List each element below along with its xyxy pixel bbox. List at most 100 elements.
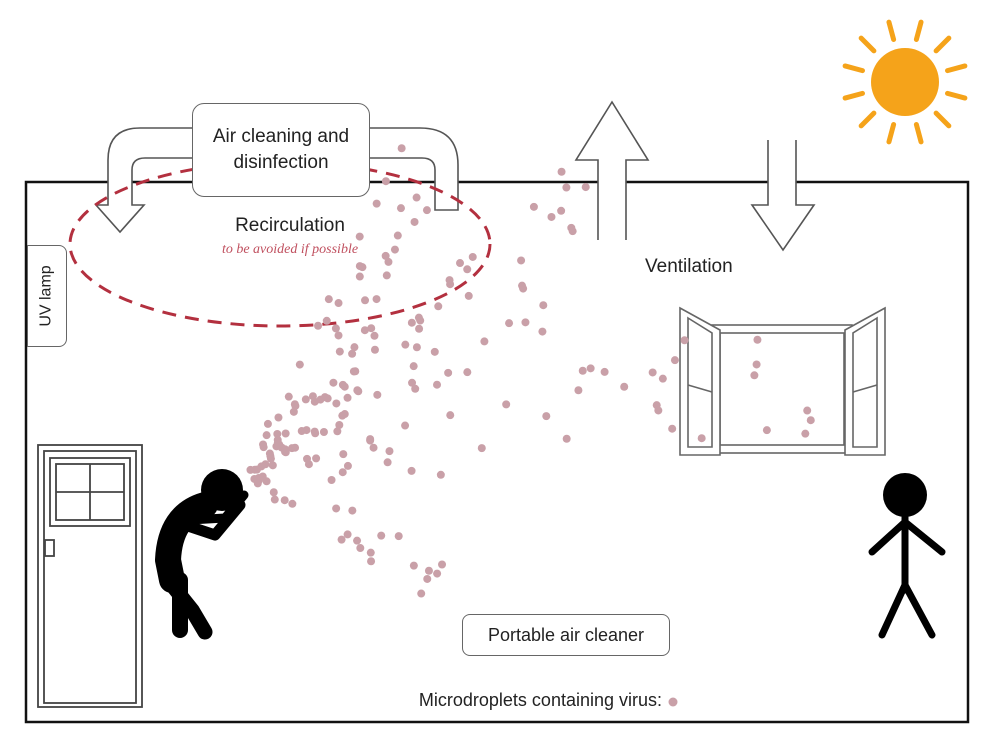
- droplet-cloud: [246, 144, 815, 643]
- droplet: [355, 232, 364, 241]
- droplet: [308, 392, 317, 401]
- droplet: [586, 364, 595, 373]
- droplet: [407, 466, 416, 475]
- droplet: [529, 202, 538, 211]
- droplet: [803, 406, 812, 415]
- droplet: [620, 382, 629, 391]
- droplet: [320, 393, 329, 402]
- air-cleaning-box: Air cleaning and disinfection: [192, 103, 370, 197]
- droplet: [273, 429, 282, 438]
- droplet: [668, 424, 677, 433]
- droplet: [407, 318, 416, 327]
- droplet: [358, 263, 367, 272]
- droplet: [310, 427, 319, 436]
- droplet: [753, 335, 762, 344]
- droplet: [381, 177, 390, 186]
- droplet: [258, 472, 267, 481]
- droplet: [446, 411, 455, 420]
- droplet: [477, 444, 486, 453]
- up-arrow-icon: [574, 100, 650, 240]
- ventilation-label: Ventilation: [645, 256, 733, 277]
- droplet: [340, 382, 349, 391]
- droplet: [409, 362, 418, 371]
- air-cleaning-label: Air cleaning and disinfection: [212, 126, 350, 173]
- droplet: [372, 199, 381, 208]
- droplet: [424, 566, 433, 575]
- droplet: [270, 495, 279, 504]
- droplet: [412, 343, 421, 352]
- droplet: [332, 504, 341, 513]
- droplet: [327, 475, 336, 484]
- droplet: [578, 366, 587, 375]
- droplet: [521, 318, 530, 327]
- droplet: [319, 427, 328, 436]
- droplet: [290, 400, 299, 409]
- droplet: [343, 530, 352, 539]
- droplet: [250, 465, 259, 474]
- droplet: [335, 347, 344, 356]
- droplet: [372, 295, 381, 304]
- droplet: [370, 345, 379, 354]
- droplet: [381, 251, 390, 260]
- droplet: [349, 367, 358, 376]
- droplet: [281, 445, 290, 454]
- droplet: [312, 454, 321, 463]
- droplet: [680, 336, 689, 345]
- droplet: [463, 368, 472, 377]
- droplet: [502, 400, 511, 409]
- droplet: [268, 461, 277, 470]
- droplet: [301, 395, 310, 404]
- droplet: [322, 316, 331, 325]
- room-outline: [24, 180, 970, 724]
- droplet: [408, 378, 417, 387]
- droplet: [348, 349, 357, 358]
- droplet: [438, 560, 447, 569]
- droplet: [752, 360, 761, 369]
- droplet: [562, 183, 571, 192]
- droplet: [538, 327, 547, 336]
- droplet: [340, 410, 349, 419]
- droplet: [333, 427, 342, 436]
- droplet: [652, 401, 661, 410]
- portable-air-cleaner: Portable air cleaner: [462, 614, 670, 656]
- droplet: [801, 429, 810, 438]
- droplet: [284, 392, 293, 401]
- droplet: [366, 435, 375, 444]
- droplet: [337, 535, 346, 544]
- droplet: [289, 407, 298, 416]
- droplet: [697, 434, 706, 443]
- droplet: [385, 447, 394, 456]
- droplet: [562, 434, 571, 443]
- down-arrow-icon: [750, 140, 816, 252]
- droplet: [331, 324, 340, 333]
- droplet: [348, 506, 357, 515]
- droplet: [557, 167, 566, 176]
- droplet: [262, 431, 271, 440]
- droplet: [383, 458, 392, 467]
- droplet: [263, 419, 272, 428]
- droplet: [324, 295, 333, 304]
- standing-person-icon: [868, 473, 946, 639]
- recirculation-note: to be avoided if possible: [221, 242, 359, 257]
- droplet: [401, 340, 410, 349]
- droplet: [581, 183, 590, 192]
- uv-lamp: UV lamp: [27, 245, 67, 347]
- droplet: [574, 386, 583, 395]
- droplet: [557, 206, 566, 215]
- droplet: [369, 443, 378, 452]
- droplet: [269, 488, 278, 497]
- droplet: [366, 548, 375, 557]
- droplet: [265, 449, 274, 458]
- droplet: [547, 212, 556, 221]
- droplet: [417, 589, 426, 598]
- droplet: [567, 223, 576, 232]
- droplet-icon: [668, 697, 678, 707]
- droplet: [411, 384, 420, 393]
- droplet: [367, 324, 376, 333]
- droplet: [355, 272, 364, 281]
- droplet: [339, 450, 348, 459]
- droplet: [806, 416, 815, 425]
- droplet: [670, 356, 679, 365]
- droplet: [414, 313, 423, 322]
- droplet: [430, 347, 439, 356]
